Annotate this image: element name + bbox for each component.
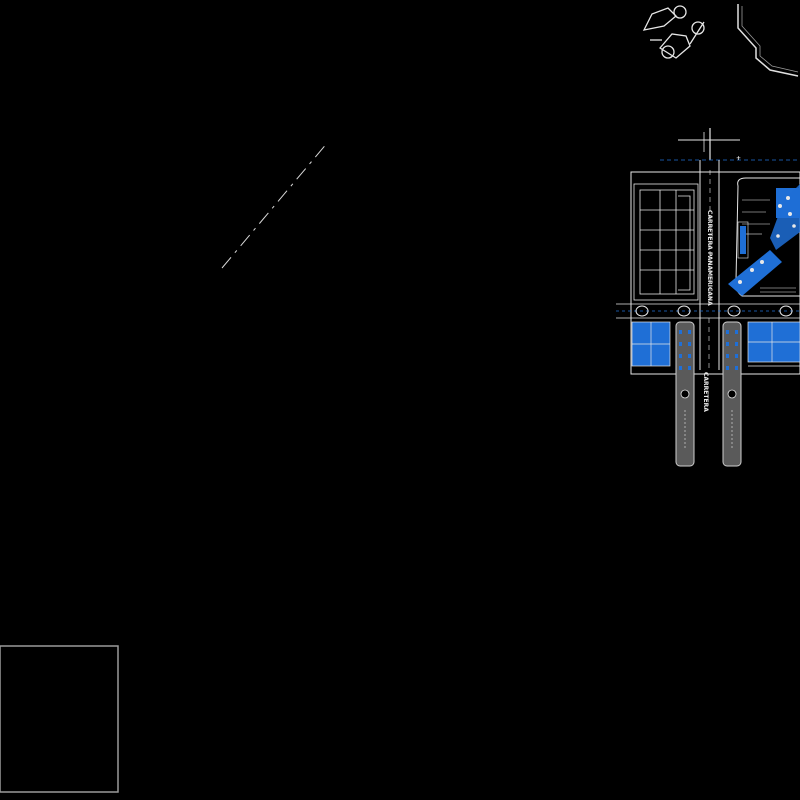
building-pad-left [631, 321, 671, 367]
right-compound-upper [728, 177, 800, 297]
site-plan-frame [630, 171, 800, 375]
road-label-lower: CARRETERA [702, 372, 709, 412]
road-nodes [635, 305, 793, 317]
site-boundary-outline-inner [741, 6, 799, 73]
building-pad-right [747, 321, 800, 367]
parking-block-left [633, 183, 699, 301]
site-boundary-outline [737, 4, 799, 77]
access-strip-right [722, 321, 742, 467]
title-block-frame [0, 645, 119, 793]
north-arrow-symbol [642, 5, 705, 59]
axis-mark: + [736, 155, 741, 162]
construction-line-diagonal [221, 141, 329, 269]
site-plan: + CARRETERA PANAMERICANA [616, 128, 800, 467]
horizontal-road [616, 303, 800, 319]
highway-vertical [699, 160, 720, 370]
road-label-upper: CARRETERA PANAMERICANA [706, 210, 713, 306]
access-strip-left [675, 321, 695, 467]
